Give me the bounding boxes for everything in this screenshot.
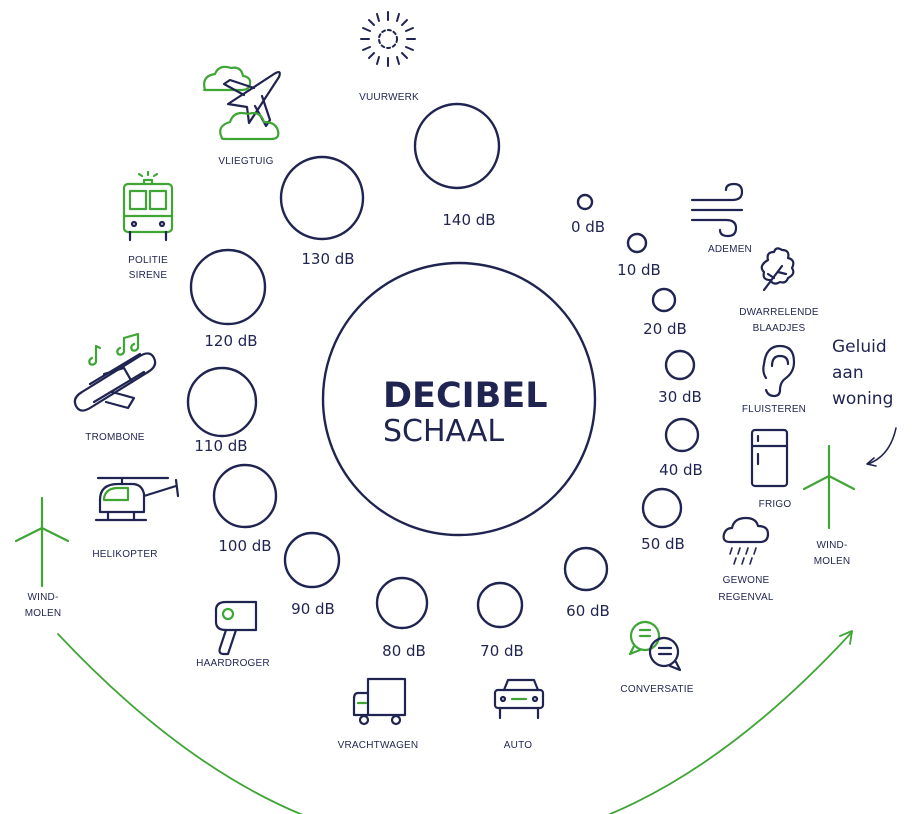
truck-icon xyxy=(352,677,407,726)
label-vrachtwagen: VRACHTWAGEN xyxy=(338,740,419,751)
db-label-20: 20 dB xyxy=(643,320,687,338)
label-conversatie: CONVERSATIE xyxy=(620,684,693,695)
fridge-icon xyxy=(750,428,789,488)
circle-60-db xyxy=(563,546,609,592)
note-line-3: woning xyxy=(832,389,893,409)
chat-bubbles-icon xyxy=(628,620,682,672)
db-label-130: 130 dB xyxy=(301,250,354,268)
label-wind-right-2: MOLEN xyxy=(814,556,851,567)
level-circles xyxy=(186,102,700,630)
label-ademen: ADEMEN xyxy=(708,244,752,255)
label-blaadjes-1: DWARRELENDE xyxy=(739,307,819,318)
airplane-icon xyxy=(203,65,281,141)
label-vuurwerk: VUURWERK xyxy=(359,92,419,103)
circle-30-db xyxy=(664,349,696,381)
circle-140-db xyxy=(413,102,501,190)
db-label-60: 60 dB xyxy=(566,602,610,620)
center-title-light: SCHAAL xyxy=(383,414,504,449)
circle-80-db xyxy=(375,576,429,630)
label-fluisteren: FLUISTEREN xyxy=(742,404,806,415)
db-label-80: 80 dB xyxy=(382,642,426,660)
db-label-30: 30 dB xyxy=(658,388,702,406)
center-title-bold: DECIBEL xyxy=(383,376,548,416)
db-label-70: 70 dB xyxy=(480,642,524,660)
label-regen-2: REGENVAL xyxy=(718,592,774,603)
center-circle xyxy=(321,261,597,537)
ear-icon xyxy=(762,344,796,398)
label-wind-left-1: WIND- xyxy=(28,592,59,603)
circle-50-db xyxy=(641,487,683,529)
circle-20-db xyxy=(651,287,677,313)
police-bus-icon xyxy=(122,170,174,242)
arc-arrowhead xyxy=(839,630,853,645)
db-label-140: 140 dB xyxy=(442,211,495,229)
label-frigo: FRIGO xyxy=(759,499,792,510)
db-label-120: 120 dB xyxy=(204,332,257,350)
label-trombone: TROMBONE xyxy=(85,432,145,443)
circle-70-db xyxy=(476,581,524,629)
label-blaadjes-2: BLAADJES xyxy=(753,323,806,334)
label-haardroger: HAARDROGER xyxy=(196,658,270,669)
label-vliegtuig: VLIEGTUIG xyxy=(218,156,273,167)
note-geluid-aan-woning: Geluid aan woning xyxy=(832,337,897,467)
center-title: DECIBEL SCHAAL xyxy=(321,261,597,537)
sound-propagation-arc xyxy=(57,630,853,814)
circle-100-db xyxy=(212,463,278,529)
db-label-40: 40 dB xyxy=(659,461,703,479)
label-politie-1: POLITIE xyxy=(128,255,168,266)
note-line-1: Geluid xyxy=(832,337,887,357)
note-arrow xyxy=(867,427,897,465)
circle-10-db xyxy=(626,232,648,254)
label-auto: AUTO xyxy=(504,740,532,751)
note-arrowhead xyxy=(866,457,877,467)
windmill-left-icon xyxy=(14,496,70,588)
circle-130-db xyxy=(279,155,365,241)
hairdryer-icon xyxy=(214,600,258,656)
label-wind-right-1: WIND- xyxy=(817,540,848,551)
car-icon xyxy=(493,678,545,720)
db-label-10: 10 dB xyxy=(617,261,661,279)
rain-cloud-icon xyxy=(722,516,770,565)
label-politie-2: SIRENE xyxy=(129,270,168,281)
db-label-110: 110 dB xyxy=(194,437,247,455)
fireworks-icon xyxy=(360,11,416,67)
windmill-right-icon xyxy=(802,444,856,530)
db-label-90: 90 dB xyxy=(291,600,335,618)
db-label-50: 50 dB xyxy=(641,535,685,553)
db-labels: 0 dB 10 dB 20 dB 30 dB 40 dB 50 dB 60 dB… xyxy=(194,211,702,660)
db-label-100: 100 dB xyxy=(218,537,271,555)
db-label-0: 0 dB xyxy=(571,218,605,236)
circle-110-db xyxy=(186,366,258,438)
label-wind-left-2: MOLEN xyxy=(25,608,62,619)
circle-90-db xyxy=(283,531,341,589)
note-line-2: aan xyxy=(832,363,864,383)
circle-40-db xyxy=(664,417,700,453)
label-helikopter: HELIKOPTER xyxy=(92,549,157,560)
circle-120-db xyxy=(189,248,267,326)
label-regen-1: GEWONE xyxy=(723,575,770,586)
wind-icon xyxy=(690,182,744,238)
leaf-icon xyxy=(760,247,795,292)
circle-0-db xyxy=(576,193,594,211)
helicopter-icon xyxy=(94,476,180,522)
trombone-icon xyxy=(73,332,157,412)
